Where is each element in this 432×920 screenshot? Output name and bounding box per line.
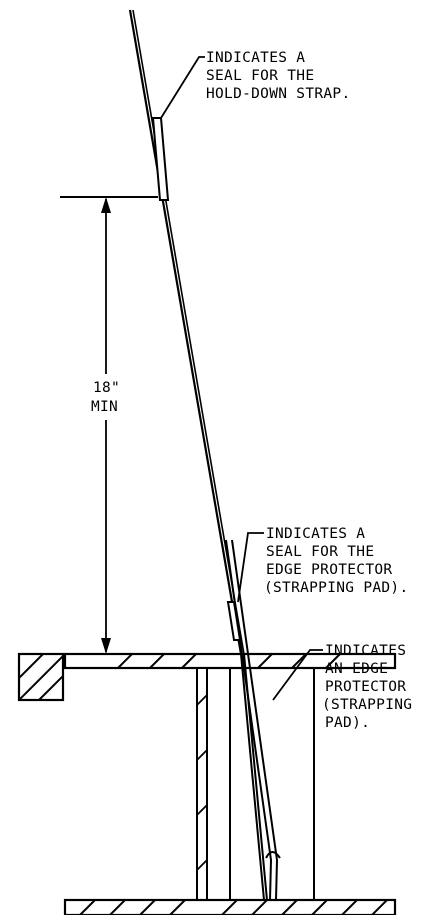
hold-down-strap-seal: [151, 117, 170, 201]
bottom-deck-board: [63, 898, 397, 917]
callout-edge-protector-line-3: PROTECTOR: [325, 679, 406, 695]
callout-leaders: [160, 56, 323, 701]
callout-edge-protector-seal-line-2: SEAL FOR THE: [266, 544, 374, 560]
edge-protector-pad: [225, 539, 281, 901]
dimension-qualifier: MIN: [91, 399, 118, 415]
callout-edge-protector-seal-line-4: (STRAPPING PAD).: [264, 580, 408, 596]
callout-hold-down-seal-line-2: SEAL FOR THE: [206, 68, 314, 84]
callout-hold-down-seal-line-1: INDICATES A: [206, 50, 305, 66]
edge-block: [17, 652, 65, 702]
callout-edge-protector-line-5: PAD).: [325, 715, 370, 731]
callout-edge-protector-line-2: AN EDGE: [325, 661, 388, 677]
edge-protector-seal: [226, 601, 242, 641]
callout-edge-protector-seal-line-1: INDICATES A: [266, 526, 365, 542]
callout-edge-protector-line-4: (STRAPPING: [322, 697, 412, 713]
top-deck-board: [63, 652, 397, 670]
dimension-18in: [60, 196, 158, 654]
callout-edge-protector-seal-line-3: EDGE PROTECTOR: [266, 562, 392, 578]
package-side-lines: [229, 668, 315, 900]
dimension-value: 18": [93, 380, 120, 396]
callout-hold-down-seal-line-3: HOLD-DOWN STRAP.: [206, 86, 350, 102]
callout-edge-protector-line-1: INDICATES: [325, 643, 406, 659]
callout-edge-protector-seal: INDICATES A SEAL FOR THE EDGE PROTECTOR …: [264, 526, 408, 596]
stringer-web: [196, 667, 208, 901]
callout-hold-down-seal: INDICATES A SEAL FOR THE HOLD-DOWN STRAP…: [206, 50, 350, 102]
callout-edge-protector: INDICATES AN EDGE PROTECTOR (STRAPPING P…: [322, 643, 412, 731]
